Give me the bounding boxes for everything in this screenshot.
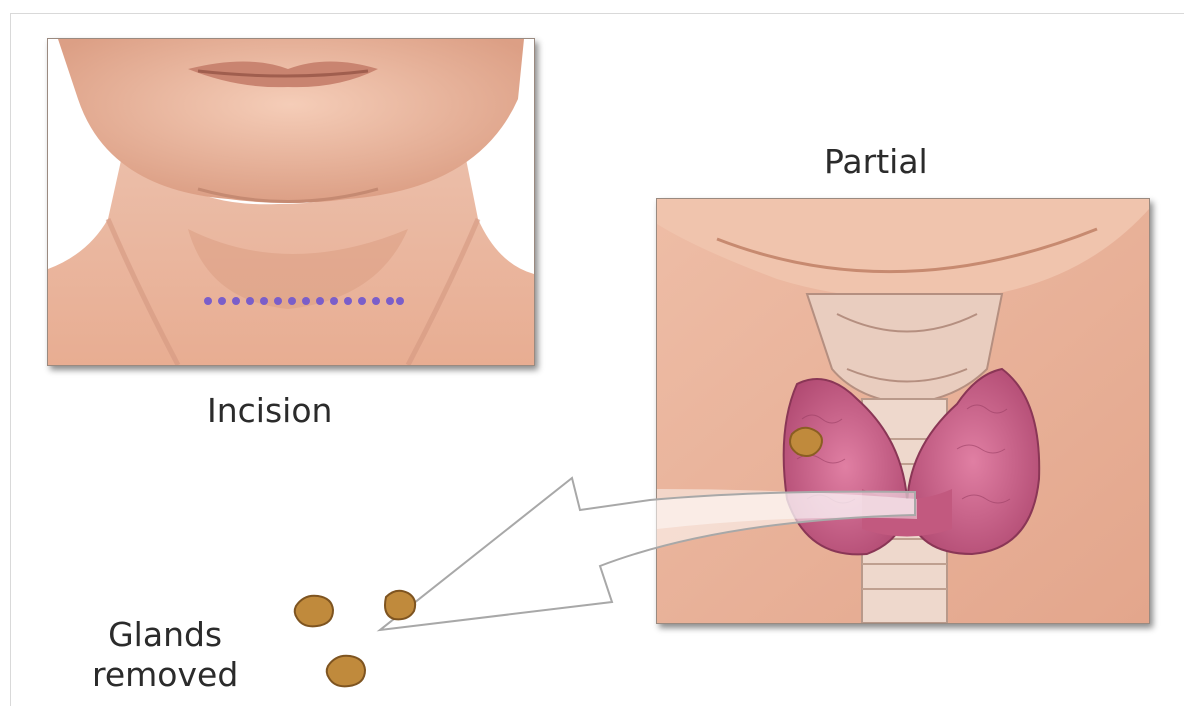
incision-illustration — [47, 38, 535, 366]
gland-nodule — [295, 596, 333, 627]
gland-nodule — [385, 591, 415, 620]
top-border — [10, 13, 1184, 14]
partial-caption: Partial — [824, 145, 928, 178]
glands-removed-caption: Glands removed — [92, 615, 238, 694]
partial-thyroid-illustration — [656, 198, 1150, 624]
glands-caption-line2: removed — [92, 655, 238, 695]
incision-caption: Incision — [207, 394, 332, 427]
left-border — [10, 13, 11, 706]
incision-dots — [204, 297, 404, 305]
gland-nodule — [327, 656, 365, 687]
glands-caption-line1: Glands — [92, 615, 238, 655]
